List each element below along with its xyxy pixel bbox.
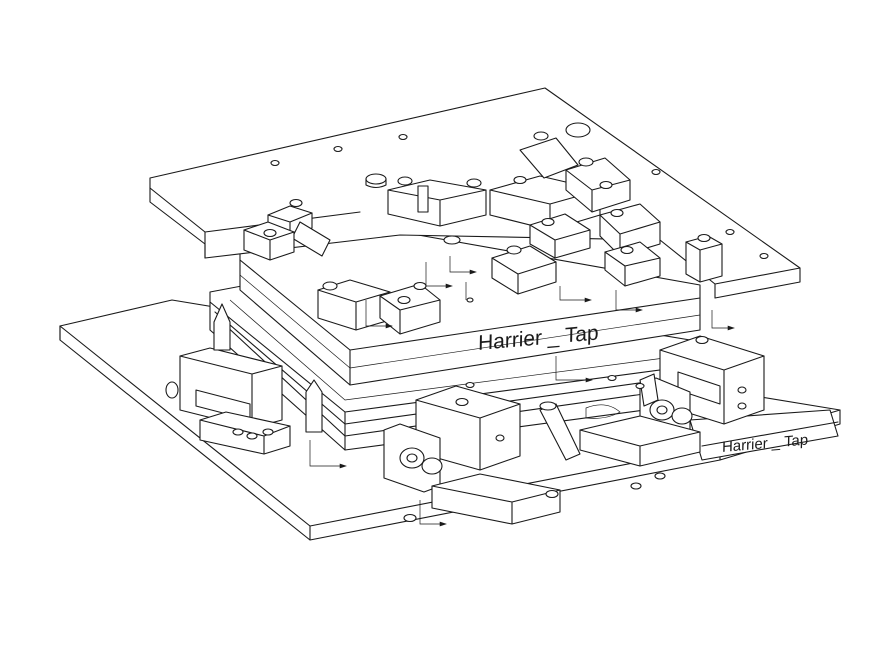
left-side-block (165, 303, 323, 455)
clamp-left-lower (243, 221, 295, 261)
coordinate-markers (225, 256, 735, 527)
front-center-block (383, 385, 581, 525)
clamp-front-left (317, 279, 441, 335)
clamp-right-post (685, 233, 723, 283)
clamp-right-cluster (489, 131, 661, 295)
clamp-center (387, 176, 487, 245)
front-right-block (579, 335, 765, 490)
clamp-assemblies-top (243, 131, 723, 335)
top-plate-holes (270, 122, 769, 260)
misc-pins (465, 297, 645, 390)
upper-raised-block: Harrier _ Tap (239, 229, 701, 386)
